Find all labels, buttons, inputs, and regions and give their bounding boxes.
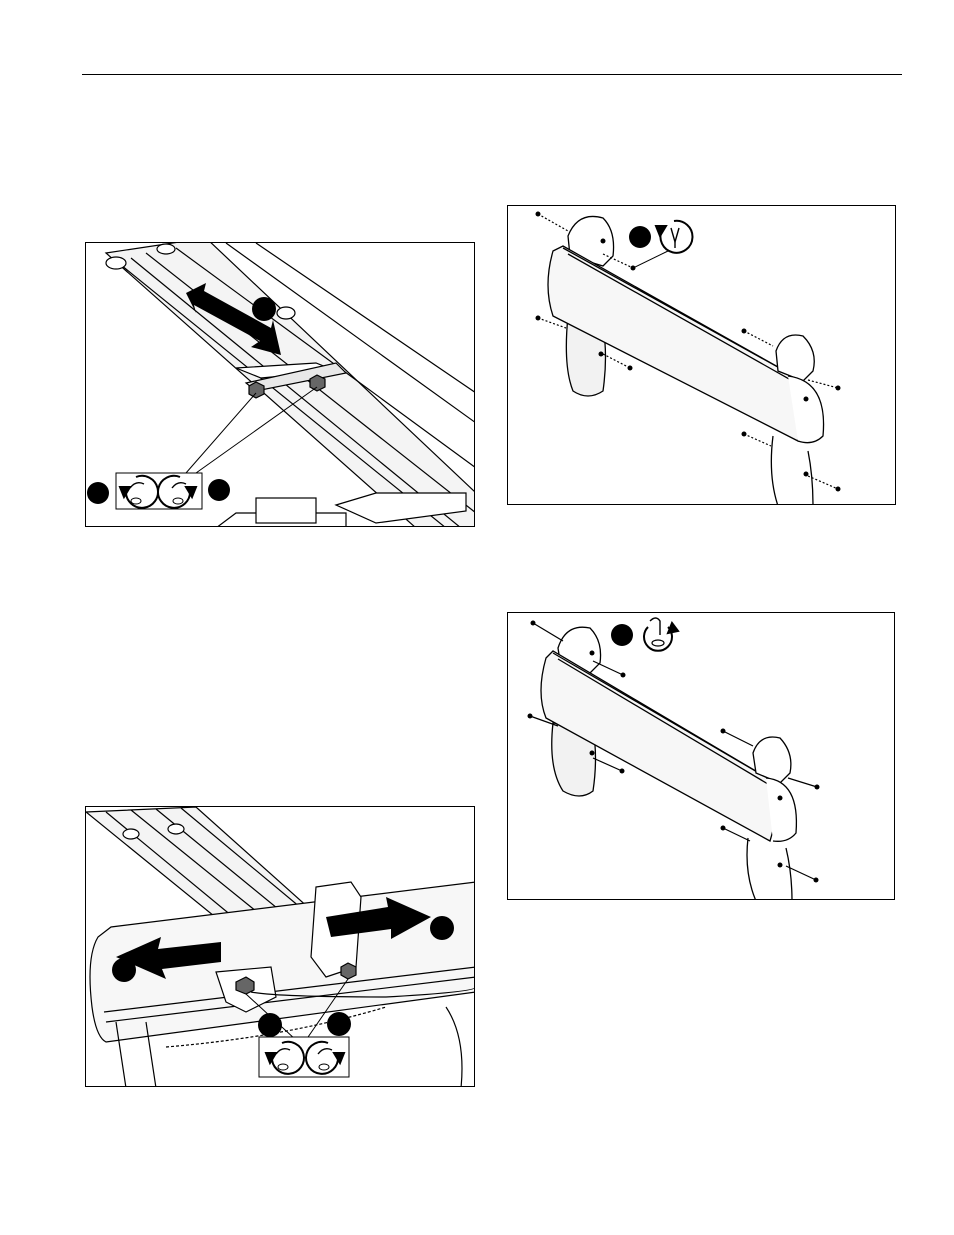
hex-key-tighten-icon [644,618,678,651]
figure-handle-screws [507,205,896,505]
screwdriver-loosen-icon [656,221,692,253]
header-rule [82,74,902,75]
figure-handle-tighten [507,612,895,900]
figure-crossbar-adjust [85,806,475,1087]
figure-rail-slide [85,242,475,527]
figure-rail-slide-drawing [86,243,475,527]
figure-handle-screws-drawing [508,206,896,505]
figure-handle-tighten-drawing [508,613,895,900]
figure-crossbar-adjust-drawing [86,807,475,1087]
